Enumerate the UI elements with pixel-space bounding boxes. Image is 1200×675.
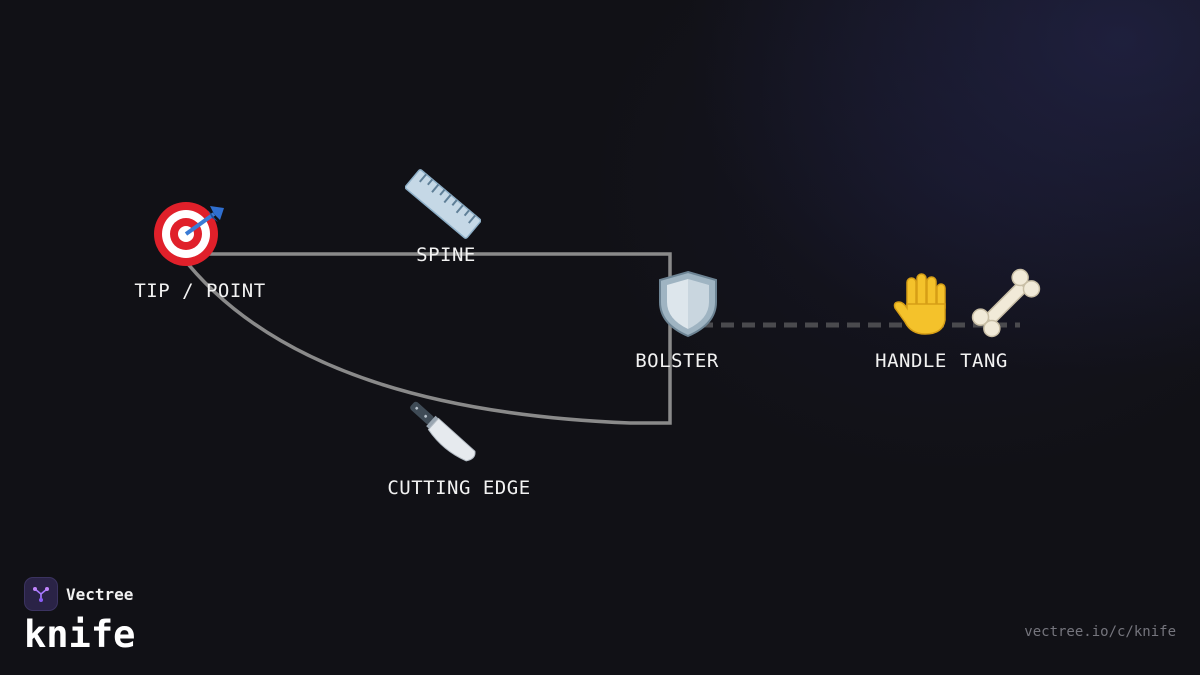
part-label-tang: TANG [960, 350, 1008, 372]
dart-target-icon [150, 198, 230, 278]
raised-hand-icon [885, 268, 965, 348]
part-label-spine: SPINE [416, 244, 476, 266]
brand-name: Vectree [66, 584, 134, 604]
brand-block: Vectree knife [24, 577, 135, 656]
part-label-tip: TIP / POINT [134, 280, 266, 302]
bone-icon [968, 266, 1048, 346]
blade-outline [176, 252, 672, 425]
part-label-handle: HANDLE [875, 350, 947, 372]
source-url-link[interactable]: vectree.io/c/knife [1024, 624, 1176, 640]
part-label-cutting-edge: CUTTING EDGE [387, 477, 531, 499]
vectree-logo-icon [24, 577, 58, 611]
part-label-bolster: BOLSTER [635, 350, 719, 372]
ruler-icon [405, 168, 485, 248]
page-title: knife [24, 613, 136, 656]
brand-row: Vectree [24, 577, 135, 611]
kitchen-knife-icon [402, 392, 482, 472]
shield-icon [652, 268, 732, 348]
